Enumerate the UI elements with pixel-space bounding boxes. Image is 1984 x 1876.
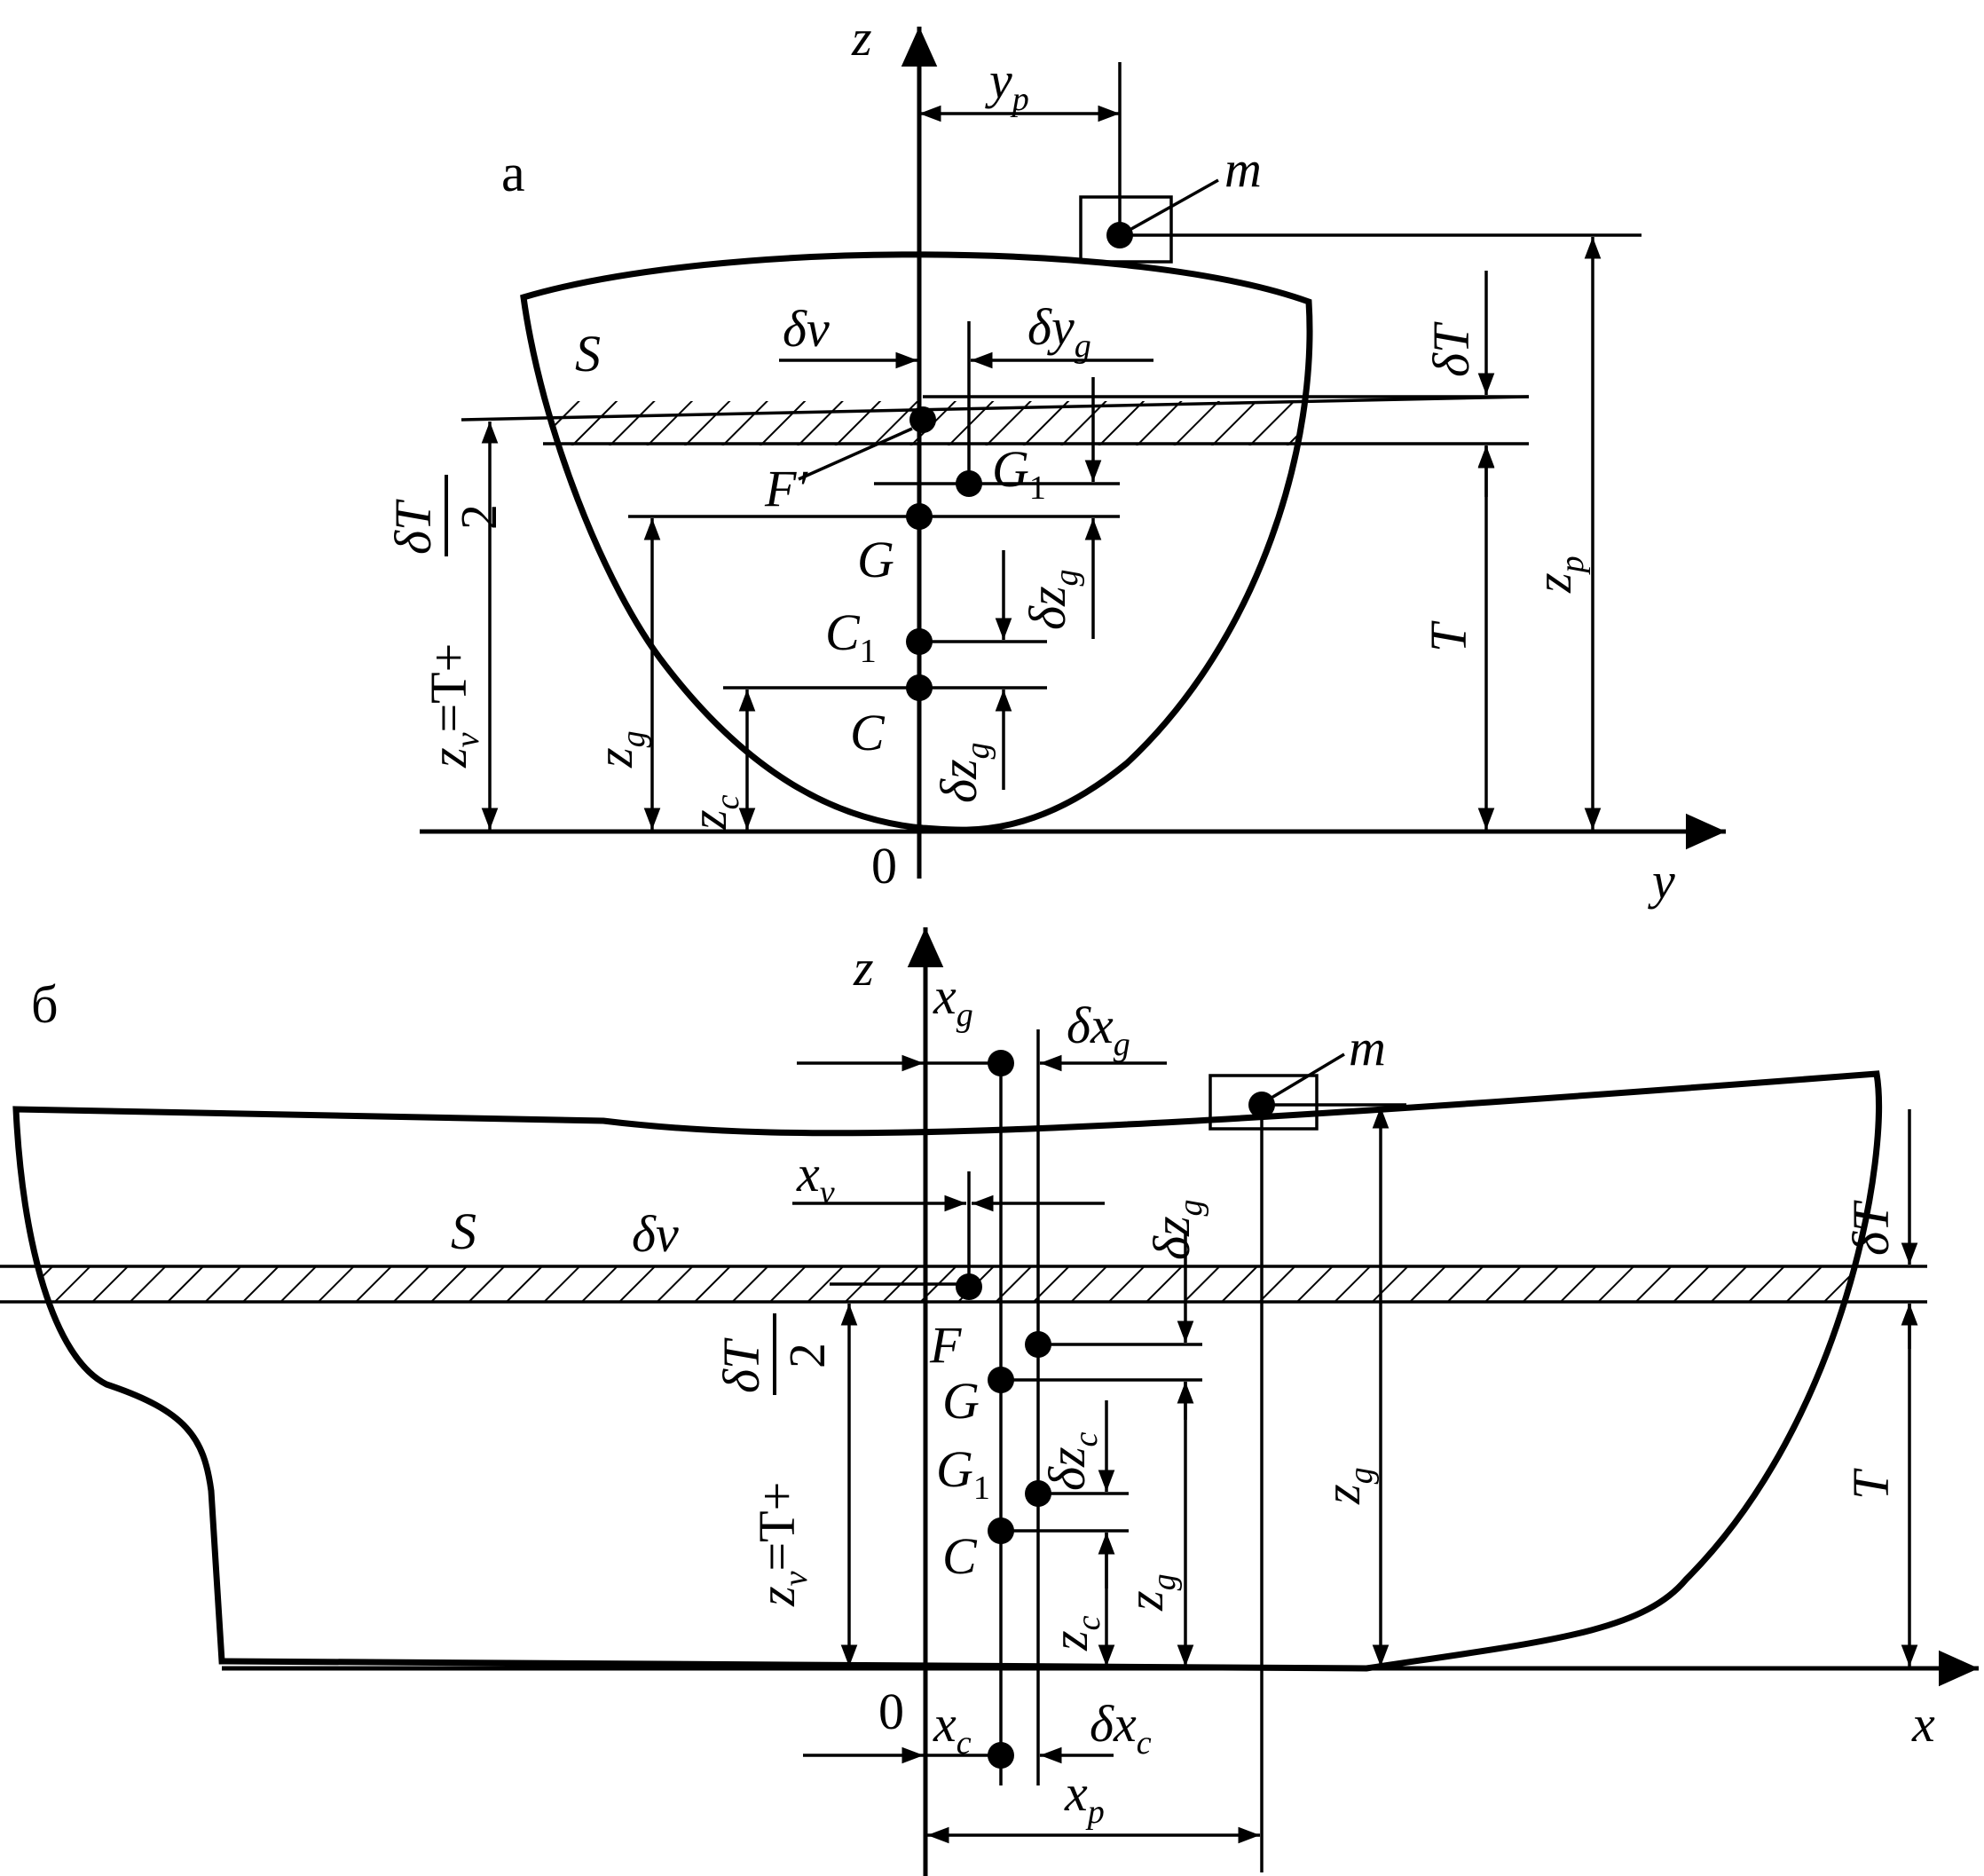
x-axis-label-b: x <box>1911 1695 1935 1753</box>
label-zc-b: zc <box>1041 1615 1107 1651</box>
label-dzg-top-b: δzg <box>1143 1199 1209 1260</box>
svg-text:2: 2 <box>778 1343 836 1368</box>
z-axis-label-b: z <box>853 939 874 997</box>
panel-a: а z y 0 m yp S δv δyg <box>384 9 1726 910</box>
origin-label-a: 0 <box>871 837 897 895</box>
label-dxc-b: δxc <box>1090 1695 1152 1762</box>
svg-text:δT: δT <box>713 1337 770 1393</box>
label-zc-a: zc <box>680 794 746 831</box>
label-m-a: m <box>1224 140 1262 198</box>
cargo-box-b <box>1209 1074 1319 1131</box>
label-dzg-upper-a: δzg <box>1019 569 1085 630</box>
label-dzc-b: δzc <box>1038 1431 1105 1491</box>
label-C-a: C <box>850 704 886 761</box>
panel-a-label: а <box>501 144 525 202</box>
point-C-b <box>988 1517 1014 1544</box>
label-dv-a: δv <box>783 300 830 358</box>
label-dyg-a: δyg <box>1027 298 1091 365</box>
label-xv-b: xv <box>796 1145 835 1211</box>
svg-text:zv=T+: zv=T+ <box>748 1482 815 1607</box>
panel-b: б z x 0 xg δxg xv m <box>0 927 1979 1876</box>
point-C1-a <box>906 628 933 655</box>
panel-b-label: б <box>31 975 59 1034</box>
point-xc-b <box>988 1742 1014 1769</box>
point-C-a <box>906 674 933 701</box>
label-dxg-b: δxg <box>1067 997 1130 1063</box>
label-T-a: T <box>1420 620 1477 652</box>
label-S-b: S <box>451 1202 476 1260</box>
origin-label-b: 0 <box>878 1683 904 1740</box>
svg-text:δT: δT <box>384 499 442 555</box>
label-F-b: F <box>929 1316 962 1374</box>
label-yp-a: yp <box>985 51 1029 118</box>
label-zp-a: zp <box>1524 556 1591 594</box>
label-xp-b: xp <box>1064 1764 1105 1831</box>
label-xc-b: xc <box>933 1695 972 1762</box>
label-dT-b: δT <box>1842 1200 1900 1256</box>
label-G-b: G <box>942 1372 980 1430</box>
label-zg-a: zg <box>586 730 652 769</box>
point-G1-a <box>956 470 982 497</box>
label-m-b: m <box>1349 1019 1386 1076</box>
svg-text:2: 2 <box>450 504 508 530</box>
point-G-a <box>906 503 933 530</box>
label-G-a: G <box>857 531 894 588</box>
y-axis-label-a: y <box>1648 852 1675 910</box>
label-G1-a: G1 <box>992 440 1046 507</box>
label-zg-mid-b: zg <box>1116 1573 1183 1612</box>
waterline-upper-a <box>461 395 1530 422</box>
label-zg-right-b: zg <box>1313 1467 1380 1505</box>
hull-profile <box>12 1070 1882 1672</box>
m-leader-a <box>1130 178 1219 231</box>
label-dT-a: δT <box>1422 321 1480 377</box>
label-G1-b: G1 <box>936 1440 990 1507</box>
svg-text:zv=T+: zv=T+ <box>420 643 486 769</box>
label-zv-a: zv=T+ δT 2 <box>384 475 508 769</box>
point-G1-b <box>1025 1480 1051 1507</box>
point-G-b <box>988 1367 1014 1393</box>
label-Fprime-a: F′ <box>764 460 808 517</box>
label-T-b: T <box>1842 1468 1900 1500</box>
label-C1-a: C1 <box>825 603 877 670</box>
cargo-box-a <box>1079 195 1173 264</box>
z-axis-label-a: z <box>851 9 872 67</box>
label-xg-b: xg <box>933 967 973 1034</box>
Fprime-leader-a <box>798 427 913 481</box>
label-dzg-lower-a: δzg <box>930 742 996 803</box>
m-leader-b <box>1271 1052 1345 1100</box>
point-xg-top-b <box>988 1050 1014 1076</box>
label-zv-b: zv=T+ δT 2 <box>713 1313 836 1607</box>
point-G1top-b <box>1025 1331 1051 1358</box>
label-dv-b: δv <box>632 1205 679 1263</box>
label-C-b: C <box>942 1527 978 1585</box>
waterline-strip-a <box>524 401 1310 445</box>
point-Fprime-a <box>909 406 936 433</box>
point-F-b <box>956 1273 982 1300</box>
label-S-a: S <box>575 325 601 382</box>
